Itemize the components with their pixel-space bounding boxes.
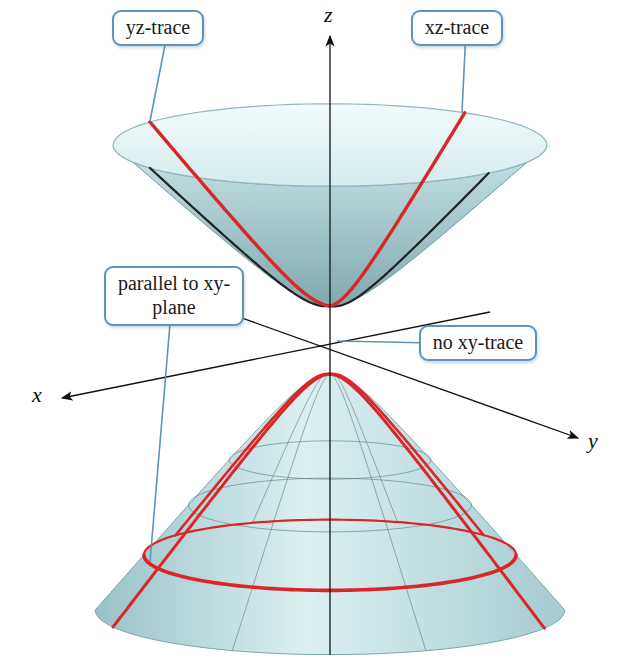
coordinate-axes <box>62 36 578 655</box>
callout-text: xz-trace <box>423 15 491 39</box>
callout-box: yz-trace <box>112 10 204 46</box>
callout-box: parallel to xy-plane <box>104 266 244 326</box>
callout-text: yz-trace <box>124 15 192 39</box>
callout-text: parallel to xy-plane <box>116 271 232 319</box>
callout-box: xz-trace <box>411 10 503 46</box>
axis-label: y <box>588 430 598 452</box>
callout-text: no xy-trace <box>431 330 525 354</box>
callout-box: no xy-trace <box>419 325 537 361</box>
axis-label: z <box>324 4 333 26</box>
axis-label: x <box>32 384 42 406</box>
lower-traces <box>113 374 544 628</box>
